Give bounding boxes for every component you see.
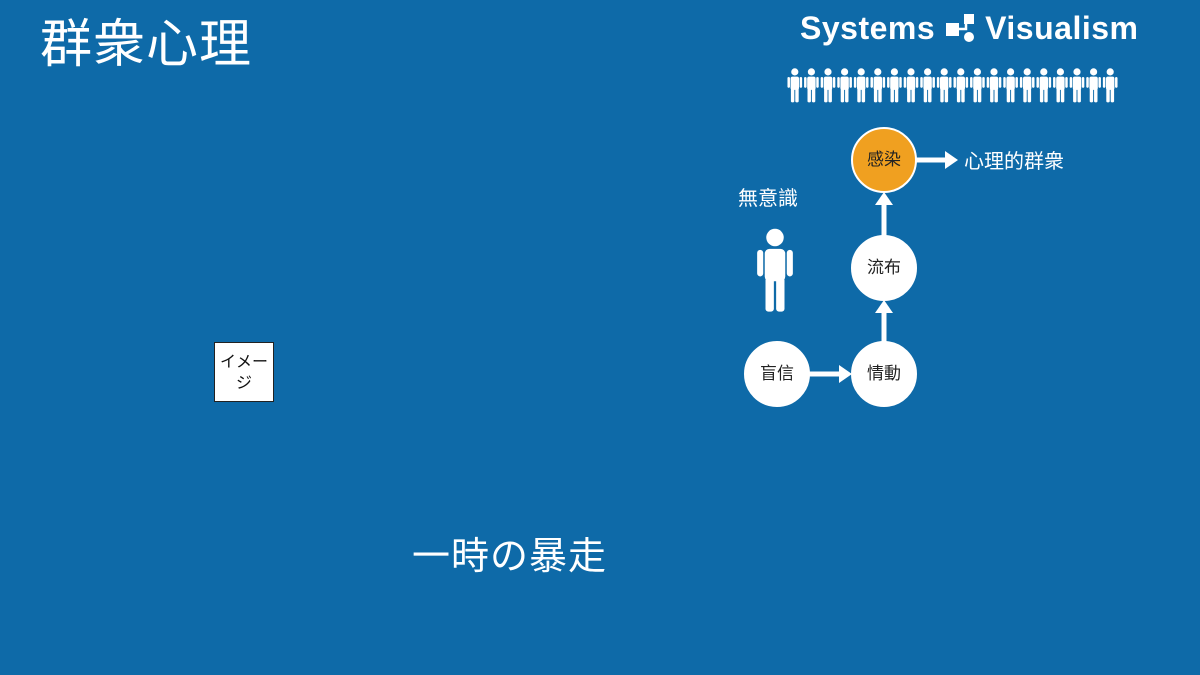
node-circle-joudou [851,341,917,407]
node-circle-moushin [744,341,810,407]
person-icon [1102,68,1118,103]
person-icon [804,68,819,103]
person-icon [837,68,852,103]
arrow-joudou-to-rufu [875,300,893,342]
node-label-rufu: 流布 [867,258,901,278]
unconscious-label: 無意識 [738,186,798,210]
person-icon [1069,68,1085,103]
arrow-rufu-to-kansen [875,192,893,236]
person-icon [757,228,793,312]
node-circle-rufu [851,235,917,301]
page-title: 群衆心理 [40,15,253,75]
person-icon [920,68,935,103]
person-icon [903,68,919,103]
person-icon [887,68,902,103]
arrow-moushin-to-joudou [809,365,852,383]
person-icon [820,68,836,103]
brand-logo: Systems Visualism [800,8,1138,48]
node-label-joudou: 情動 [867,364,901,384]
person-icon [953,68,969,103]
person-icon [1053,68,1068,103]
person-icon [787,68,803,103]
person-icon [986,68,1002,103]
output-label: 心理的群衆 [964,149,1064,173]
person-icon [1036,68,1052,103]
crowd-psychology-diagram: 無意識 心理的群衆 盲信 情動 流布 感染 [700,120,1180,430]
slide-subtitle: 一時の暴走 [412,534,608,578]
person-icon [1003,68,1018,103]
node-label-moushin: 盲信 [760,364,794,384]
person-icon [853,68,869,103]
person-icon [870,68,886,103]
logo-text-systems: Systems [800,9,936,46]
image-placeholder: イメージ [214,342,274,402]
person-icon [1086,68,1101,103]
node-label-kansen: 感染 [867,150,901,170]
person-icon [936,68,952,103]
person-icon [970,68,985,103]
logo-text-visualism: Visualism [985,9,1139,46]
person-icon [1019,68,1035,103]
arrow-kansen-to-output [916,151,958,169]
node-circle-kansen [851,127,917,193]
systems-visualism-logo-icon [946,14,975,42]
diagram-canvas [744,127,958,407]
crowd-icons [787,68,1118,103]
